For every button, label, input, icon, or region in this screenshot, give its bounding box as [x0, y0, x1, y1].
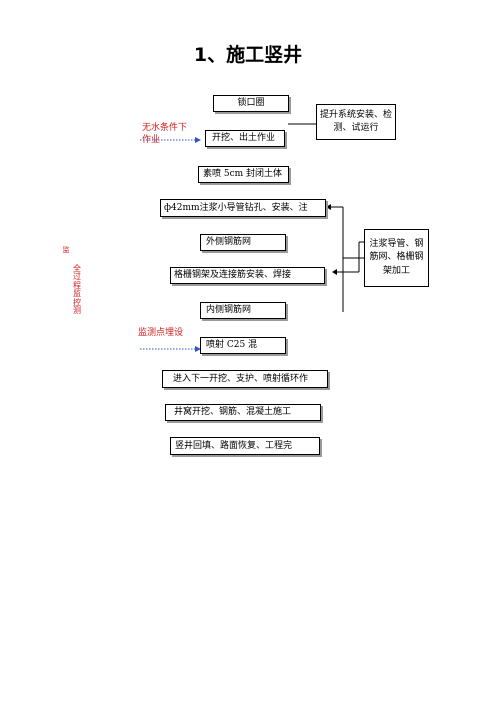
- flow-step-9: 进入下一开挖、支护、喷射循环作: [162, 370, 328, 388]
- flow-step-label: 格栅钢架及连接筋安装、焊接: [174, 270, 292, 281]
- flow-step-label: 素喷 5cm 封闭土体: [203, 169, 283, 180]
- note-no-water: 无水条件下 作业: [142, 123, 187, 146]
- flow-step-1: 锁口圈: [213, 95, 289, 112]
- note-no-water-line2: 作业: [142, 134, 161, 145]
- flow-step-6: 格栅钢架及连接筋安装、焊接: [170, 267, 325, 284]
- prefabrication-box: 注浆导管、钢筋网、格栅钢架加工: [364, 229, 429, 287]
- flow-step-label: 外侧钢筋网: [206, 237, 252, 248]
- flow-step-label: 喷射 C25 混: [206, 340, 258, 351]
- flow-step-3: 素喷 5cm 封闭土体: [198, 166, 289, 183]
- arrow-head: [326, 204, 331, 210]
- left-mark: 监: [61, 246, 71, 254]
- arrow-head: [332, 269, 337, 275]
- arrow-head: [195, 137, 201, 143]
- note-monitor-points-label: 监测点埋设: [138, 328, 184, 338]
- flow-step-label: 井窝开挖、钢筋、混凝土施工: [174, 407, 292, 418]
- flow-step-7: 内侧钢筋网: [200, 302, 286, 319]
- flow-step-5: 外侧钢筋网: [200, 234, 286, 251]
- flow-step-11: 竖井回填、路面恢复、工程完: [170, 437, 320, 455]
- hoist-system-label: 提升系统安装、检测、试运行: [320, 109, 393, 133]
- arrow-head: [195, 346, 201, 352]
- flow-step-label: 开挖、出土作业: [212, 133, 276, 144]
- flow-step-label: 锁口圈: [237, 98, 265, 109]
- flow-step-4: ф42mm注浆小导管钻孔、安装、注: [160, 199, 326, 217]
- full-process-monitoring-label: 全过程监控测: [73, 264, 81, 315]
- flow-step-label: 内侧钢筋网: [206, 305, 252, 316]
- note-no-water-line1: 无水条件下: [142, 123, 188, 133]
- flow-step-8: 喷射 C25 混: [200, 337, 286, 354]
- flow-step-label: ф42mm注浆小导管钻孔、安装、注: [164, 202, 308, 213]
- page-title: 1、施工竖井: [193, 44, 303, 66]
- flow-step-label: 进入下一开挖、支护、喷射循环作: [173, 373, 309, 384]
- flow-step-2: 开挖、出土作业: [205, 130, 285, 147]
- flow-step-10: 井窝开挖、钢筋、混凝土施工: [165, 404, 321, 421]
- flow-step-label: 竖井回填、路面恢复、工程完: [175, 440, 293, 451]
- note-monitor-points: 监测点埋设: [138, 328, 183, 340]
- hoist-system-box: 提升系统安装、检测、试运行: [316, 104, 396, 140]
- prefabrication-label: 注浆导管、钢筋网、格栅钢架加工: [369, 239, 424, 276]
- full-process-monitoring: 全过程监控测: [72, 264, 82, 315]
- left-mark-label: 监: [62, 246, 70, 254]
